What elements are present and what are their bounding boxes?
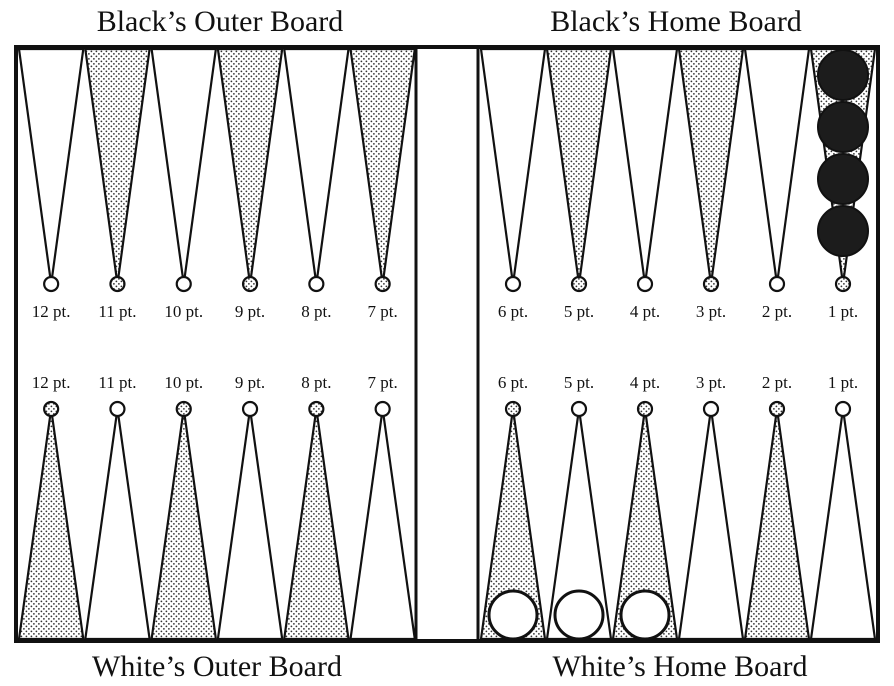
- board-frame: [14, 45, 880, 643]
- white-home-point-4-marker: [636, 400, 654, 418]
- black-checker: [817, 101, 869, 153]
- white-outer-point-11: [84, 408, 151, 641]
- black-home-point-6: [479, 47, 547, 285]
- white-outer-point-11-label: 11 pt.: [98, 373, 136, 392]
- white-outer-point-7: [349, 408, 417, 641]
- white-outer-point-12: [17, 408, 85, 641]
- title-white-home-board: White’s Home Board: [553, 650, 808, 683]
- white-outer-point-8-marker: [308, 400, 325, 418]
- black-outer-point-7-marker: [374, 275, 391, 293]
- black-home-point-5-marker: [570, 275, 588, 293]
- white-outer-point-12-marker: [43, 400, 60, 418]
- black-checker: [817, 205, 869, 257]
- black-home-point-2: [743, 47, 811, 285]
- black-outer-point-11: [84, 47, 151, 285]
- black-outer-point-8-marker: [308, 275, 325, 293]
- black-outer-point-9-marker: [241, 275, 259, 293]
- black-outer-point-7: [349, 47, 417, 285]
- black-home-point-4-marker: [636, 275, 654, 293]
- white-outer-point-9-label: 9 pt.: [235, 373, 265, 392]
- black-outer-point-9-label: 9 pt.: [235, 302, 265, 321]
- white-home-point-1-label: 1 pt.: [828, 373, 858, 392]
- white-checker: [619, 589, 671, 641]
- white-outer-point-10-label: 10 pt.: [164, 373, 203, 392]
- white-home-point-6-label: 6 pt.: [498, 373, 528, 392]
- black-outer-point-11-marker: [109, 275, 126, 293]
- title-white-outer-board: White’s Outer Board: [92, 650, 342, 683]
- black-outer-point-11-label: 11 pt.: [98, 302, 136, 321]
- black-outer-point-8: [282, 47, 350, 285]
- black-home-point-4: [611, 47, 679, 285]
- black-outer-point-12-marker: [43, 275, 60, 293]
- white-outer-point-10-marker: [175, 400, 192, 418]
- black-outer-point-12: [17, 47, 85, 285]
- white-home-point-3-label: 3 pt.: [696, 373, 726, 392]
- white-outer-point-11-marker: [109, 400, 126, 418]
- white-home-point-5-marker: [570, 400, 588, 418]
- white-home-point-1-marker: [834, 400, 852, 418]
- black-home-point-1-marker: [834, 275, 852, 293]
- black-outer-point-10-label: 10 pt.: [164, 302, 203, 321]
- title-black-outer-board: Black’s Outer Board: [97, 5, 344, 38]
- black-home-point-4-label: 4 pt.: [630, 302, 660, 321]
- white-checker: [487, 589, 539, 641]
- white-home-point-2: [743, 408, 811, 641]
- black-outer-point-10: [150, 47, 218, 285]
- white-home-point-1: [809, 408, 877, 641]
- black-outer-point-9: [216, 47, 284, 285]
- black-home-point-1-label: 1 pt.: [828, 302, 858, 321]
- black-home-point-3: [677, 47, 745, 285]
- white-outer-point-9: [216, 408, 284, 641]
- black-outer-point-10-marker: [175, 275, 192, 293]
- black-outer-point-7-label: 7 pt.: [368, 302, 398, 321]
- black-checker: [817, 49, 869, 101]
- white-checker: [553, 589, 605, 641]
- white-outer-point-7-label: 7 pt.: [368, 373, 398, 392]
- white-outer-point-12-label: 12 pt.: [32, 373, 71, 392]
- black-outer-point-12-label: 12 pt.: [32, 302, 71, 321]
- black-home-point-5: [545, 47, 613, 285]
- white-home-point-2-label: 2 pt.: [762, 373, 792, 392]
- white-home-point-4-label: 4 pt.: [630, 373, 660, 392]
- black-outer-point-8-label: 8 pt.: [301, 302, 331, 321]
- title-black-home-board: Black’s Home Board: [550, 5, 802, 38]
- white-home-point-2-marker: [768, 400, 786, 418]
- black-home-point-6-label: 6 pt.: [498, 302, 528, 321]
- black-home-point-3-marker: [702, 275, 720, 293]
- white-home-point-6-marker: [504, 400, 522, 418]
- white-home-point-3-marker: [702, 400, 720, 418]
- black-checker: [817, 153, 869, 205]
- black-home-point-5-label: 5 pt.: [564, 302, 594, 321]
- black-home-point-3-label: 3 pt.: [696, 302, 726, 321]
- black-home-point-6-marker: [504, 275, 522, 293]
- white-outer-point-8-label: 8 pt.: [301, 373, 331, 392]
- white-outer-point-9-marker: [241, 400, 259, 418]
- black-home-point-2-label: 2 pt.: [762, 302, 792, 321]
- white-home-point-5-label: 5 pt.: [564, 373, 594, 392]
- white-outer-point-8: [282, 408, 350, 641]
- white-outer-point-7-marker: [374, 400, 391, 418]
- white-home-point-3: [677, 408, 745, 641]
- black-home-point-2-marker: [768, 275, 786, 293]
- white-outer-point-10: [150, 408, 218, 641]
